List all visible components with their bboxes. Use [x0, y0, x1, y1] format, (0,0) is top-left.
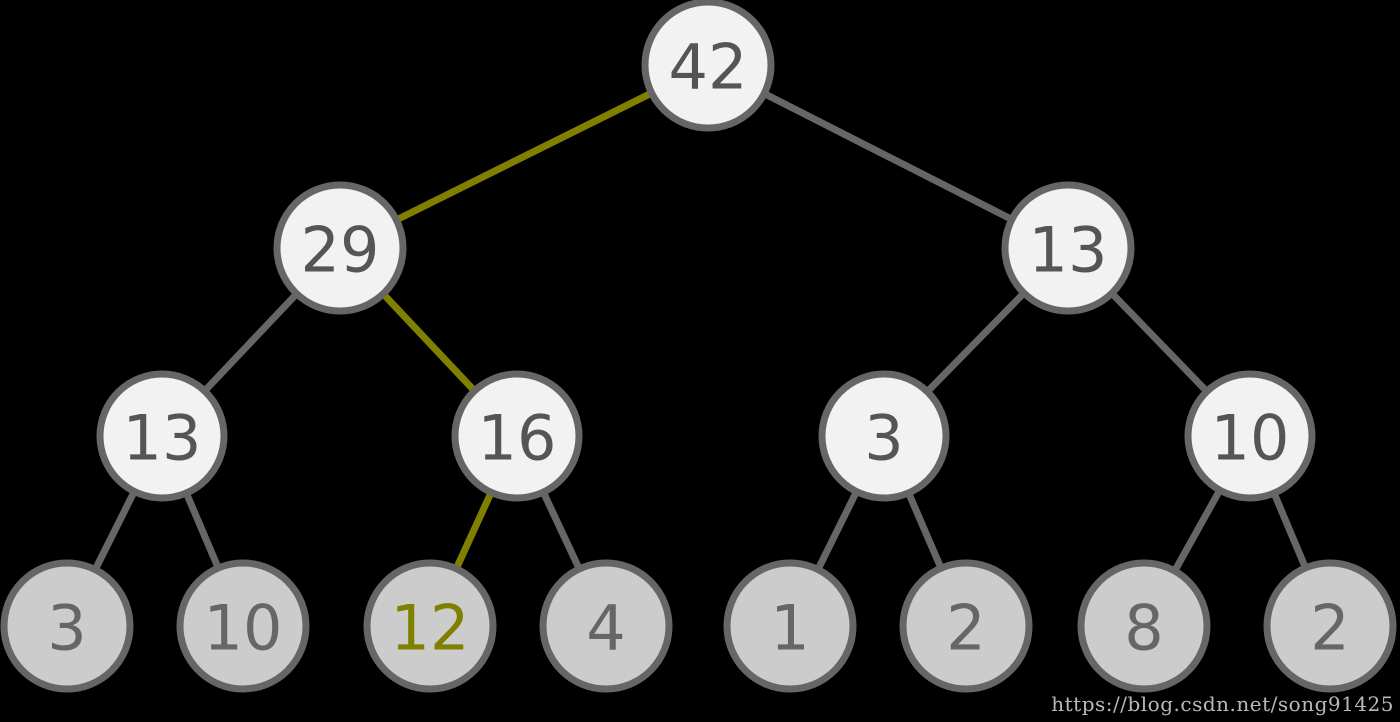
node-label-n9: 12	[391, 592, 470, 665]
tree-node-n9[interactable]: 12	[363, 559, 497, 693]
tree-node-n10[interactable]: 4	[539, 559, 673, 693]
node-circle-n10	[539, 559, 673, 693]
node-label-n11: 1	[770, 592, 809, 665]
node-circle-n14	[1263, 559, 1397, 693]
node-circle-n3	[96, 370, 228, 502]
node-label-n5: 3	[864, 402, 903, 475]
tree-edge-42-to-13	[706, 61, 1070, 252]
tree-node-n2[interactable]: 13	[1001, 181, 1135, 315]
node-circle-n4	[451, 370, 583, 502]
node-circle-n0	[641, 0, 775, 132]
edges-layer	[63, 61, 1334, 628]
node-label-n13: 8	[1124, 592, 1163, 665]
node-circle-n11	[723, 559, 857, 693]
node-circle-n5	[818, 370, 950, 502]
tree-node-n8[interactable]: 10	[176, 559, 310, 693]
tree-node-n6[interactable]: 10	[1184, 370, 1316, 502]
tree-node-n7[interactable]: 3	[0, 559, 134, 693]
tree-node-n4[interactable]: 16	[451, 370, 583, 502]
node-circle-n8	[176, 559, 310, 693]
tree-node-n3[interactable]: 13	[96, 370, 228, 502]
node-circle-n7	[0, 559, 134, 693]
node-circle-n1	[273, 181, 407, 315]
tree-node-n0[interactable]: 42	[641, 0, 775, 132]
node-label-n2: 13	[1029, 214, 1108, 287]
node-label-n14: 2	[1310, 592, 1349, 665]
node-circle-n2	[1001, 181, 1135, 315]
tree-node-n12[interactable]: 2	[899, 559, 1033, 693]
tree-node-n1[interactable]: 29	[273, 181, 407, 315]
node-circle-n12	[899, 559, 1033, 693]
tree-node-n11[interactable]: 1	[723, 559, 857, 693]
node-circle-n6	[1184, 370, 1316, 502]
node-label-n0: 42	[669, 31, 748, 104]
node-label-n12: 2	[946, 592, 985, 665]
node-label-n6: 10	[1211, 402, 1290, 475]
node-label-n7: 3	[47, 592, 86, 665]
node-circle-n13	[1077, 559, 1211, 693]
node-label-n3: 13	[123, 402, 202, 475]
node-label-n1: 29	[301, 214, 380, 287]
node-circle-n9	[363, 559, 497, 693]
node-label-n4: 16	[478, 402, 557, 475]
node-label-n8: 10	[204, 592, 283, 665]
node-label-n10: 4	[586, 592, 625, 665]
tree-node-n5[interactable]: 3	[818, 370, 950, 502]
tree-node-n13[interactable]: 8	[1077, 559, 1211, 693]
tree-edge-42-to-29	[338, 61, 710, 252]
tree-node-n14[interactable]: 2	[1263, 559, 1397, 693]
